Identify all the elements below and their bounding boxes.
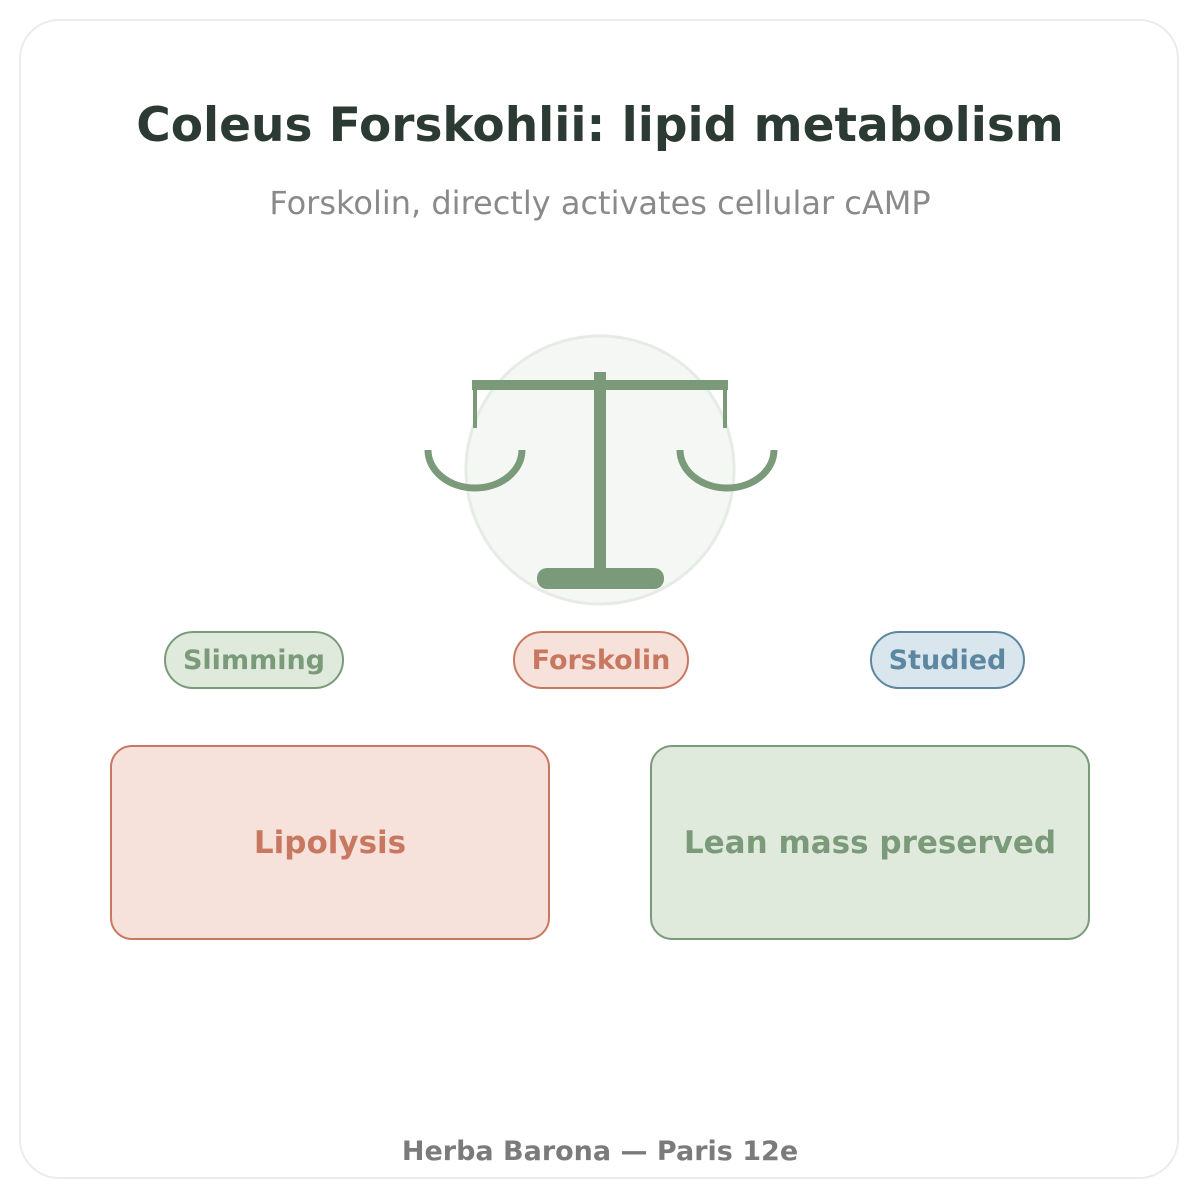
page-title: Coleus Forskohlii: lipid metabolism <box>136 98 1064 153</box>
balance-scale-icon <box>424 334 778 606</box>
footer-credit: Herba Barona — Paris 12e <box>401 1136 799 1167</box>
tag-slimming: Slimming <box>164 631 344 689</box>
scale-left-pan <box>424 449 526 492</box>
effect-lipolysis: Lipolysis <box>110 745 550 940</box>
effect-lean-mass: Lean mass preserved <box>650 745 1090 940</box>
scale-base <box>537 568 664 589</box>
page-subtitle: Forskolin, directly activates cellular c… <box>269 184 931 222</box>
tag-forskolin: Forskolin <box>513 631 689 689</box>
tag-studied: Studied <box>870 631 1025 689</box>
scale-right-pan <box>676 449 778 492</box>
